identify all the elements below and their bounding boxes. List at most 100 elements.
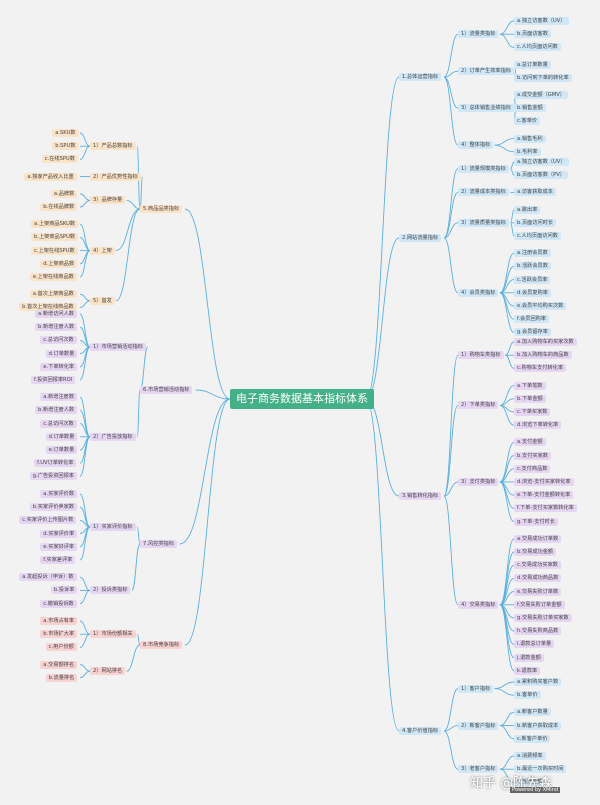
right-subtopic[interactable]: 2）流量成本类指标: [458, 188, 509, 197]
right-topic-1[interactable]: 2.网站流量指标: [399, 234, 442, 242]
right-subtopic[interactable]: 1）流量规模类指标: [458, 164, 509, 173]
right-leaf-item[interactable]: f.会员回购率: [514, 315, 550, 324]
right-leaf-item[interactable]: a.注册会员数: [514, 249, 551, 258]
left-leaf-item[interactable]: a.上架商品SKU数: [31, 220, 79, 229]
left-leaf-item[interactable]: c.用户份额: [45, 643, 77, 652]
right-leaf-item[interactable]: a.成交金额（GMV）: [514, 91, 568, 99]
left-leaf-item[interactable]: f.投资回报率ROI: [31, 376, 76, 384]
right-subtopic[interactable]: 1）购物车类指标: [458, 351, 504, 360]
left-subtopic[interactable]: 2）产品优势性指标: [90, 172, 141, 181]
right-leaf-item[interactable]: c.活跃会员率: [514, 275, 551, 284]
left-leaf-item[interactable]: a.交易额排名: [40, 660, 78, 669]
left-leaf-item[interactable]: a.新增访问人数: [35, 310, 77, 318]
left-leaf-item[interactable]: e.上架在线商品数: [29, 273, 77, 281]
right-leaf-item[interactable]: b.下单金额: [514, 394, 546, 403]
right-leaf-item[interactable]: e.交易失败订单数: [514, 587, 562, 596]
left-leaf-item[interactable]: d.订单数量: [45, 432, 78, 441]
left-leaf-item[interactable]: a.独家产品收入比重: [24, 172, 77, 181]
left-leaf-item[interactable]: b.市场扩大率: [40, 630, 78, 639]
left-subtopic[interactable]: 1）买家评价指标: [90, 523, 136, 531]
left-leaf-item[interactable]: c.总访问次数: [40, 419, 77, 428]
right-subtopic[interactable]: 3）老客户指标: [458, 765, 499, 774]
right-leaf-item[interactable]: b.页面访客数（PV）: [514, 171, 568, 180]
right-leaf-item[interactable]: b.页面访客数: [514, 30, 551, 39]
right-leaf-item[interactable]: a.新客户数量: [514, 708, 551, 717]
right-subtopic[interactable]: 4）整体指标: [458, 141, 494, 150]
left-leaf-item[interactable]: b.SPU数: [52, 142, 79, 151]
right-leaf-item[interactable]: d.交易成功商品数: [514, 574, 562, 583]
right-leaf-item[interactable]: c.新客户单价: [514, 734, 551, 743]
left-leaf-item[interactable]: c.买家评价上传图片数: [19, 516, 77, 525]
right-subtopic[interactable]: 2）下单类指标: [458, 401, 499, 410]
right-leaf-item[interactable]: a.销售毛利: [514, 134, 546, 143]
right-leaf-item[interactable]: f.交易失败订单金额: [514, 600, 565, 609]
right-leaf-item[interactable]: c.客单价: [514, 117, 541, 126]
left-leaf-item[interactable]: a.品牌数: [50, 189, 78, 198]
right-leaf-item[interactable]: j.退款金额: [514, 653, 544, 662]
left-topic-3[interactable]: 8.市场竞争指标: [140, 641, 183, 649]
right-leaf-item[interactable]: d.浏览下单转化率: [514, 421, 562, 430]
left-subtopic[interactable]: 1）市场份额相关: [90, 630, 136, 639]
left-leaf-item[interactable]: b.投诉率: [50, 586, 78, 595]
left-leaf-item[interactable]: c.撤销投诉数: [40, 599, 77, 608]
right-subtopic[interactable]: 2）订单产生效率指标: [458, 67, 514, 76]
right-subtopic[interactable]: 4）交易类指标: [458, 600, 499, 609]
right-leaf-item[interactable]: g.交易失败订单买家数: [514, 614, 572, 622]
left-leaf-item[interactable]: b.首次上架在线商品数: [19, 303, 77, 312]
left-subtopic[interactable]: 3）品牌存量: [90, 196, 126, 205]
right-leaf-item[interactable]: c.下单买家数: [514, 408, 551, 416]
left-leaf-item[interactable]: a.SKU数: [52, 129, 79, 137]
right-leaf-item[interactable]: b.访问到下单的转化率: [514, 73, 572, 82]
right-leaf-item[interactable]: a.独立访客数（UV）: [514, 17, 569, 25]
right-leaf-item[interactable]: a.累积购买客户数: [514, 678, 562, 686]
right-leaf-item[interactable]: k.退款率: [514, 666, 541, 675]
right-leaf-item[interactable]: f.下单-支付买家数转化率: [514, 504, 577, 513]
left-leaf-item[interactable]: e.订单数量: [45, 446, 78, 454]
right-leaf-item[interactable]: a.下单笔数: [514, 381, 546, 390]
left-leaf-item[interactable]: d.上架商品数: [40, 259, 78, 268]
left-topic-0[interactable]: 5.商品品类指标: [140, 205, 183, 213]
right-leaf-item[interactable]: g.下单-支付时长: [514, 517, 558, 526]
left-leaf-item[interactable]: e.下单转化率: [40, 362, 78, 371]
right-leaf-item[interactable]: a.加入购物车的买家次数: [514, 338, 577, 346]
right-leaf-item[interactable]: c.消费金额: [514, 778, 546, 787]
right-leaf-item[interactable]: a.独立访客数（UV）: [514, 158, 569, 166]
left-leaf-item[interactable]: f.UV订单转化率: [34, 459, 77, 468]
right-leaf-item[interactable]: b.活跃会员数: [514, 262, 551, 271]
right-subtopic[interactable]: 3）流量质量类指标: [458, 218, 509, 227]
right-leaf-item[interactable]: a.访客获取成本: [514, 188, 556, 197]
left-leaf-item[interactable]: c.在线SPU数: [41, 155, 78, 164]
left-leaf-item[interactable]: b.在线品牌数: [40, 203, 78, 211]
right-leaf-item[interactable]: d.浏览-支付买家转化率: [514, 478, 574, 486]
left-subtopic[interactable]: 1）产品总数指标: [90, 142, 136, 151]
right-leaf-item[interactable]: b.页面访问时长: [514, 218, 557, 227]
left-leaf-item[interactable]: b.流量排名: [45, 673, 78, 682]
left-leaf-item[interactable]: d.买家评价率: [40, 529, 78, 538]
right-subtopic[interactable]: 2）新客户指标: [458, 721, 499, 730]
left-leaf-item[interactable]: c.上架在线SPU数: [31, 246, 78, 255]
left-topic-1[interactable]: 6.市场营销活动指标: [140, 386, 193, 394]
left-leaf-item[interactable]: e.买家好评率: [40, 542, 78, 551]
left-leaf-item[interactable]: f.买家差评率: [40, 556, 76, 564]
right-leaf-item[interactable]: e.下单-支付金额转化率: [514, 491, 574, 500]
right-leaf-item[interactable]: c.交易成功买家数: [514, 561, 561, 570]
right-subtopic[interactable]: 1）客户指标: [458, 684, 494, 693]
right-leaf-item[interactable]: b.支付买家数: [514, 451, 551, 460]
right-leaf-item[interactable]: a.支付金额: [514, 438, 546, 447]
right-topic-2[interactable]: 3.销售转化指标: [399, 492, 442, 500]
right-leaf-item[interactable]: a.交易成功订单数: [514, 534, 562, 543]
right-subtopic[interactable]: 3）总体销售业绩指标: [458, 104, 514, 113]
right-leaf-item[interactable]: a.总订单数量: [514, 60, 551, 69]
left-leaf-item[interactable]: b.新增注册人数: [35, 323, 78, 332]
left-leaf-item[interactable]: b.买家评价卖家数: [29, 503, 77, 512]
right-leaf-item[interactable]: e.会员平均购买次数: [514, 302, 567, 310]
left-leaf-item[interactable]: b.新增注册人数: [35, 406, 78, 415]
right-leaf-item[interactable]: b.加入购物车的商品数: [514, 351, 572, 360]
left-leaf-item[interactable]: d.订单数量: [45, 349, 78, 358]
right-subtopic[interactable]: 1）流量类指标: [458, 30, 499, 39]
left-subtopic[interactable]: 5）首发: [90, 296, 115, 305]
right-subtopic[interactable]: 4）会员类指标: [458, 288, 499, 297]
left-subtopic[interactable]: 4）上架: [90, 246, 115, 255]
right-topic-3[interactable]: 4.客户价值指标: [399, 727, 442, 735]
right-leaf-item[interactable]: b.最近一次购买时间: [514, 765, 567, 774]
